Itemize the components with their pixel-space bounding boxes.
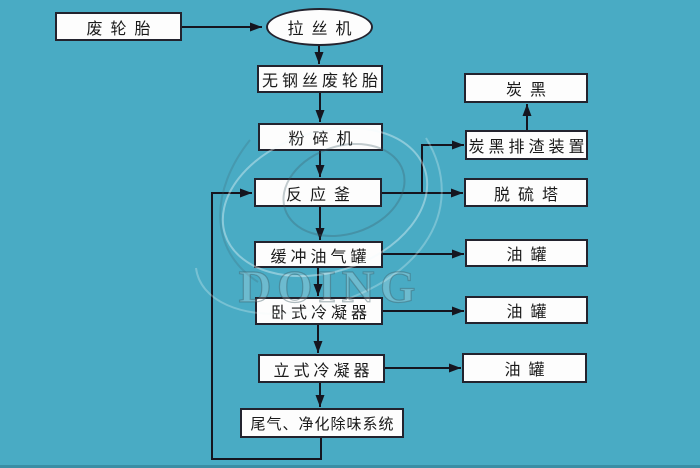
bottom-edge-shadow	[0, 465, 700, 468]
node-oil-tank-2: 油罐	[465, 296, 588, 324]
node-carbon-black: 炭黑	[464, 73, 588, 103]
node-oil-tank-3: 油罐	[462, 353, 587, 383]
node-horizontal-condenser: 卧式冷凝器	[255, 297, 383, 325]
node-desulfurization-tower: 脱硫塔	[464, 178, 588, 207]
node-wire-drawing-machine: 拉丝机	[266, 8, 373, 46]
node-tail-gas-system: 尾气、净化除味系统	[240, 408, 404, 438]
watermark-swirl-tail-2	[219, 139, 259, 283]
watermark-swirl-tail	[195, 137, 443, 315]
node-waste-tire: 废轮胎	[55, 12, 182, 41]
node-oil-tank-1: 油罐	[465, 239, 588, 267]
node-vertical-condenser: 立式冷凝器	[258, 354, 385, 383]
node-reactor: 反应釜	[254, 178, 382, 207]
node-crusher: 粉碎机	[258, 123, 383, 151]
node-carbon-black-discharge: 炭黑排渣装置	[465, 130, 588, 160]
node-steel-free-tire: 无钢丝废轮胎	[257, 65, 383, 93]
edge-reactor-to-carbon-black-discharge	[421, 140, 464, 193]
node-buffer-tank: 缓冲油气罐	[254, 241, 383, 268]
